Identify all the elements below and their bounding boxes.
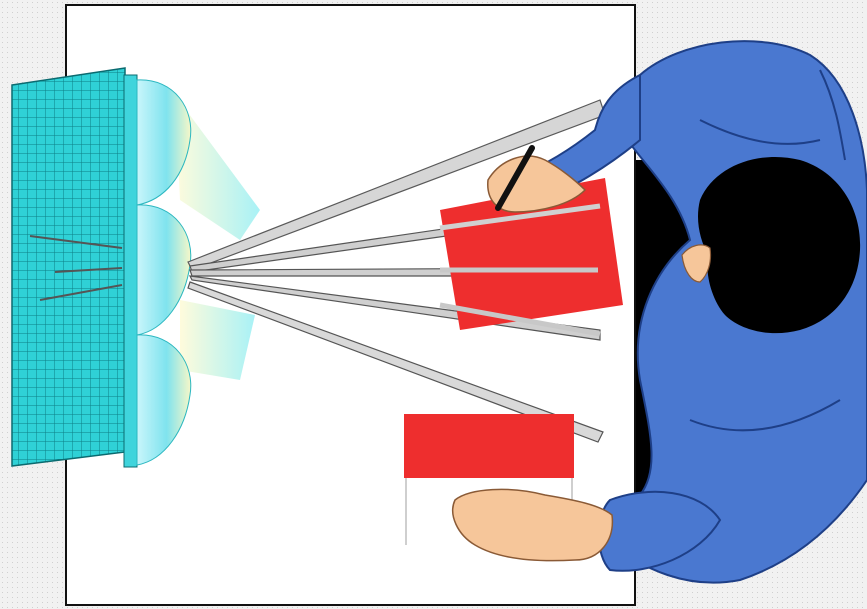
person-hair bbox=[698, 157, 860, 333]
document-icon bbox=[404, 414, 574, 478]
fixture-bar bbox=[124, 75, 137, 467]
lamp-grid-icon bbox=[12, 68, 125, 466]
